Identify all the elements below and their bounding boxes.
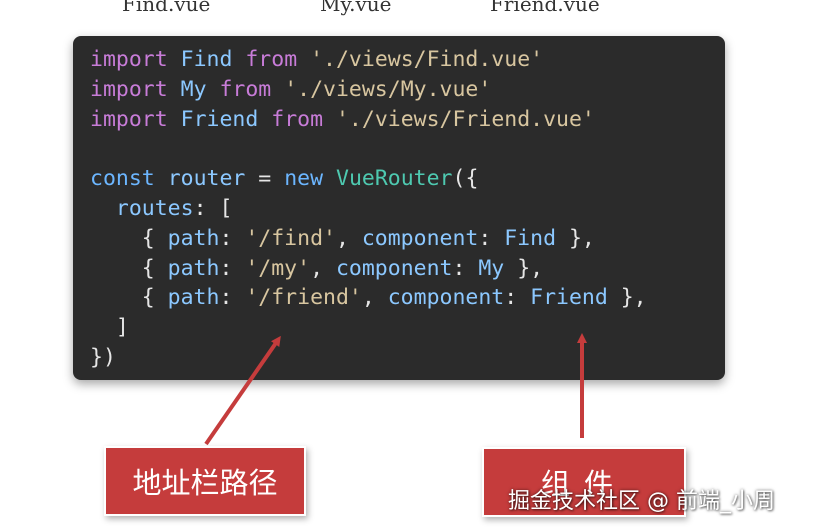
code-token: :	[219, 285, 246, 311]
code-token: : [	[193, 195, 233, 221]
code-token: =	[245, 166, 285, 192]
code-token: import	[90, 76, 168, 102]
code-token: '/find'	[245, 225, 336, 251]
top-file-labels: Find.vue My.vue Friend.vue	[0, 0, 827, 16]
code-token: :	[219, 255, 246, 281]
code-token: My	[180, 76, 207, 102]
top-label-my: My.vue	[320, 0, 392, 16]
code-token: Friend	[180, 106, 259, 132]
code-token: })	[90, 344, 116, 370]
path-arrow	[204, 335, 281, 446]
code-token: {	[90, 225, 168, 251]
code-token: './views/Find.vue'	[310, 47, 544, 72]
code-line: { path: '/friend', component: Friend },	[90, 283, 647, 313]
code-token: component	[387, 285, 505, 311]
code-token: Find	[504, 225, 557, 251]
code-token: :	[478, 225, 505, 251]
code-token: {	[90, 255, 168, 281]
code-token: },	[556, 225, 595, 251]
code-token: ]	[90, 315, 129, 341]
code-token: Friend	[530, 285, 608, 311]
code-token: from	[219, 76, 272, 102]
top-label-find: Find.vue	[122, 0, 211, 16]
code-token: path	[167, 225, 220, 251]
code-token: '/my'	[245, 255, 311, 281]
component-callout: 组件	[482, 447, 686, 517]
path-callout: 地址栏路径	[104, 446, 306, 516]
code-token: Find	[180, 47, 233, 72]
code-token: ,	[335, 225, 362, 251]
watermark: 掘金技术社区 @ 前端_小周	[508, 489, 775, 514]
code-token: '/friend'	[245, 285, 362, 311]
code-token: from	[245, 47, 298, 72]
code-token: :	[452, 255, 479, 281]
code-token: My	[478, 255, 505, 281]
code-token: ({	[452, 166, 479, 192]
code-line: const router = new VueRouter({	[90, 164, 647, 194]
code-token: path	[167, 255, 220, 281]
code-token: VueRouter	[336, 166, 453, 192]
code-token: import	[90, 106, 168, 132]
code-panel: import Find from './views/Find.vue'impor…	[73, 36, 725, 380]
code-token: import	[90, 47, 168, 72]
code-token: from	[271, 106, 324, 132]
code-line: { path: '/my', component: My },	[90, 254, 647, 284]
code-line: import Friend from './views/Friend.vue'	[90, 105, 647, 135]
code-token: router	[167, 166, 246, 192]
code-token: :	[219, 225, 246, 251]
code-token: ,	[361, 285, 388, 311]
code-token: routes	[115, 195, 194, 221]
top-label-friend: Friend.vue	[490, 0, 600, 16]
code-token: './views/Friend.vue'	[335, 106, 595, 132]
code-token: ,	[310, 255, 336, 281]
code-token: const	[90, 166, 155, 192]
code-line: import My from './views/My.vue'	[90, 75, 647, 105]
code-token: },	[607, 285, 647, 311]
code-token: component	[335, 255, 453, 281]
code-line: { path: '/find', component: Find },	[90, 224, 647, 254]
code-token: path	[167, 285, 220, 311]
code-token: './views/My.vue'	[284, 76, 492, 102]
code-line: routes: [	[90, 194, 647, 224]
code-line: ]	[90, 313, 647, 343]
code-line: })	[90, 343, 647, 373]
code-token: {	[90, 285, 168, 311]
code-line: import Find from './views/Find.vue'	[90, 45, 647, 75]
code-block: import Find from './views/Find.vue'impor…	[90, 45, 647, 373]
code-token: },	[504, 255, 544, 281]
code-token: :	[504, 285, 531, 311]
code-token: new	[284, 166, 324, 192]
code-token: component	[361, 225, 479, 251]
